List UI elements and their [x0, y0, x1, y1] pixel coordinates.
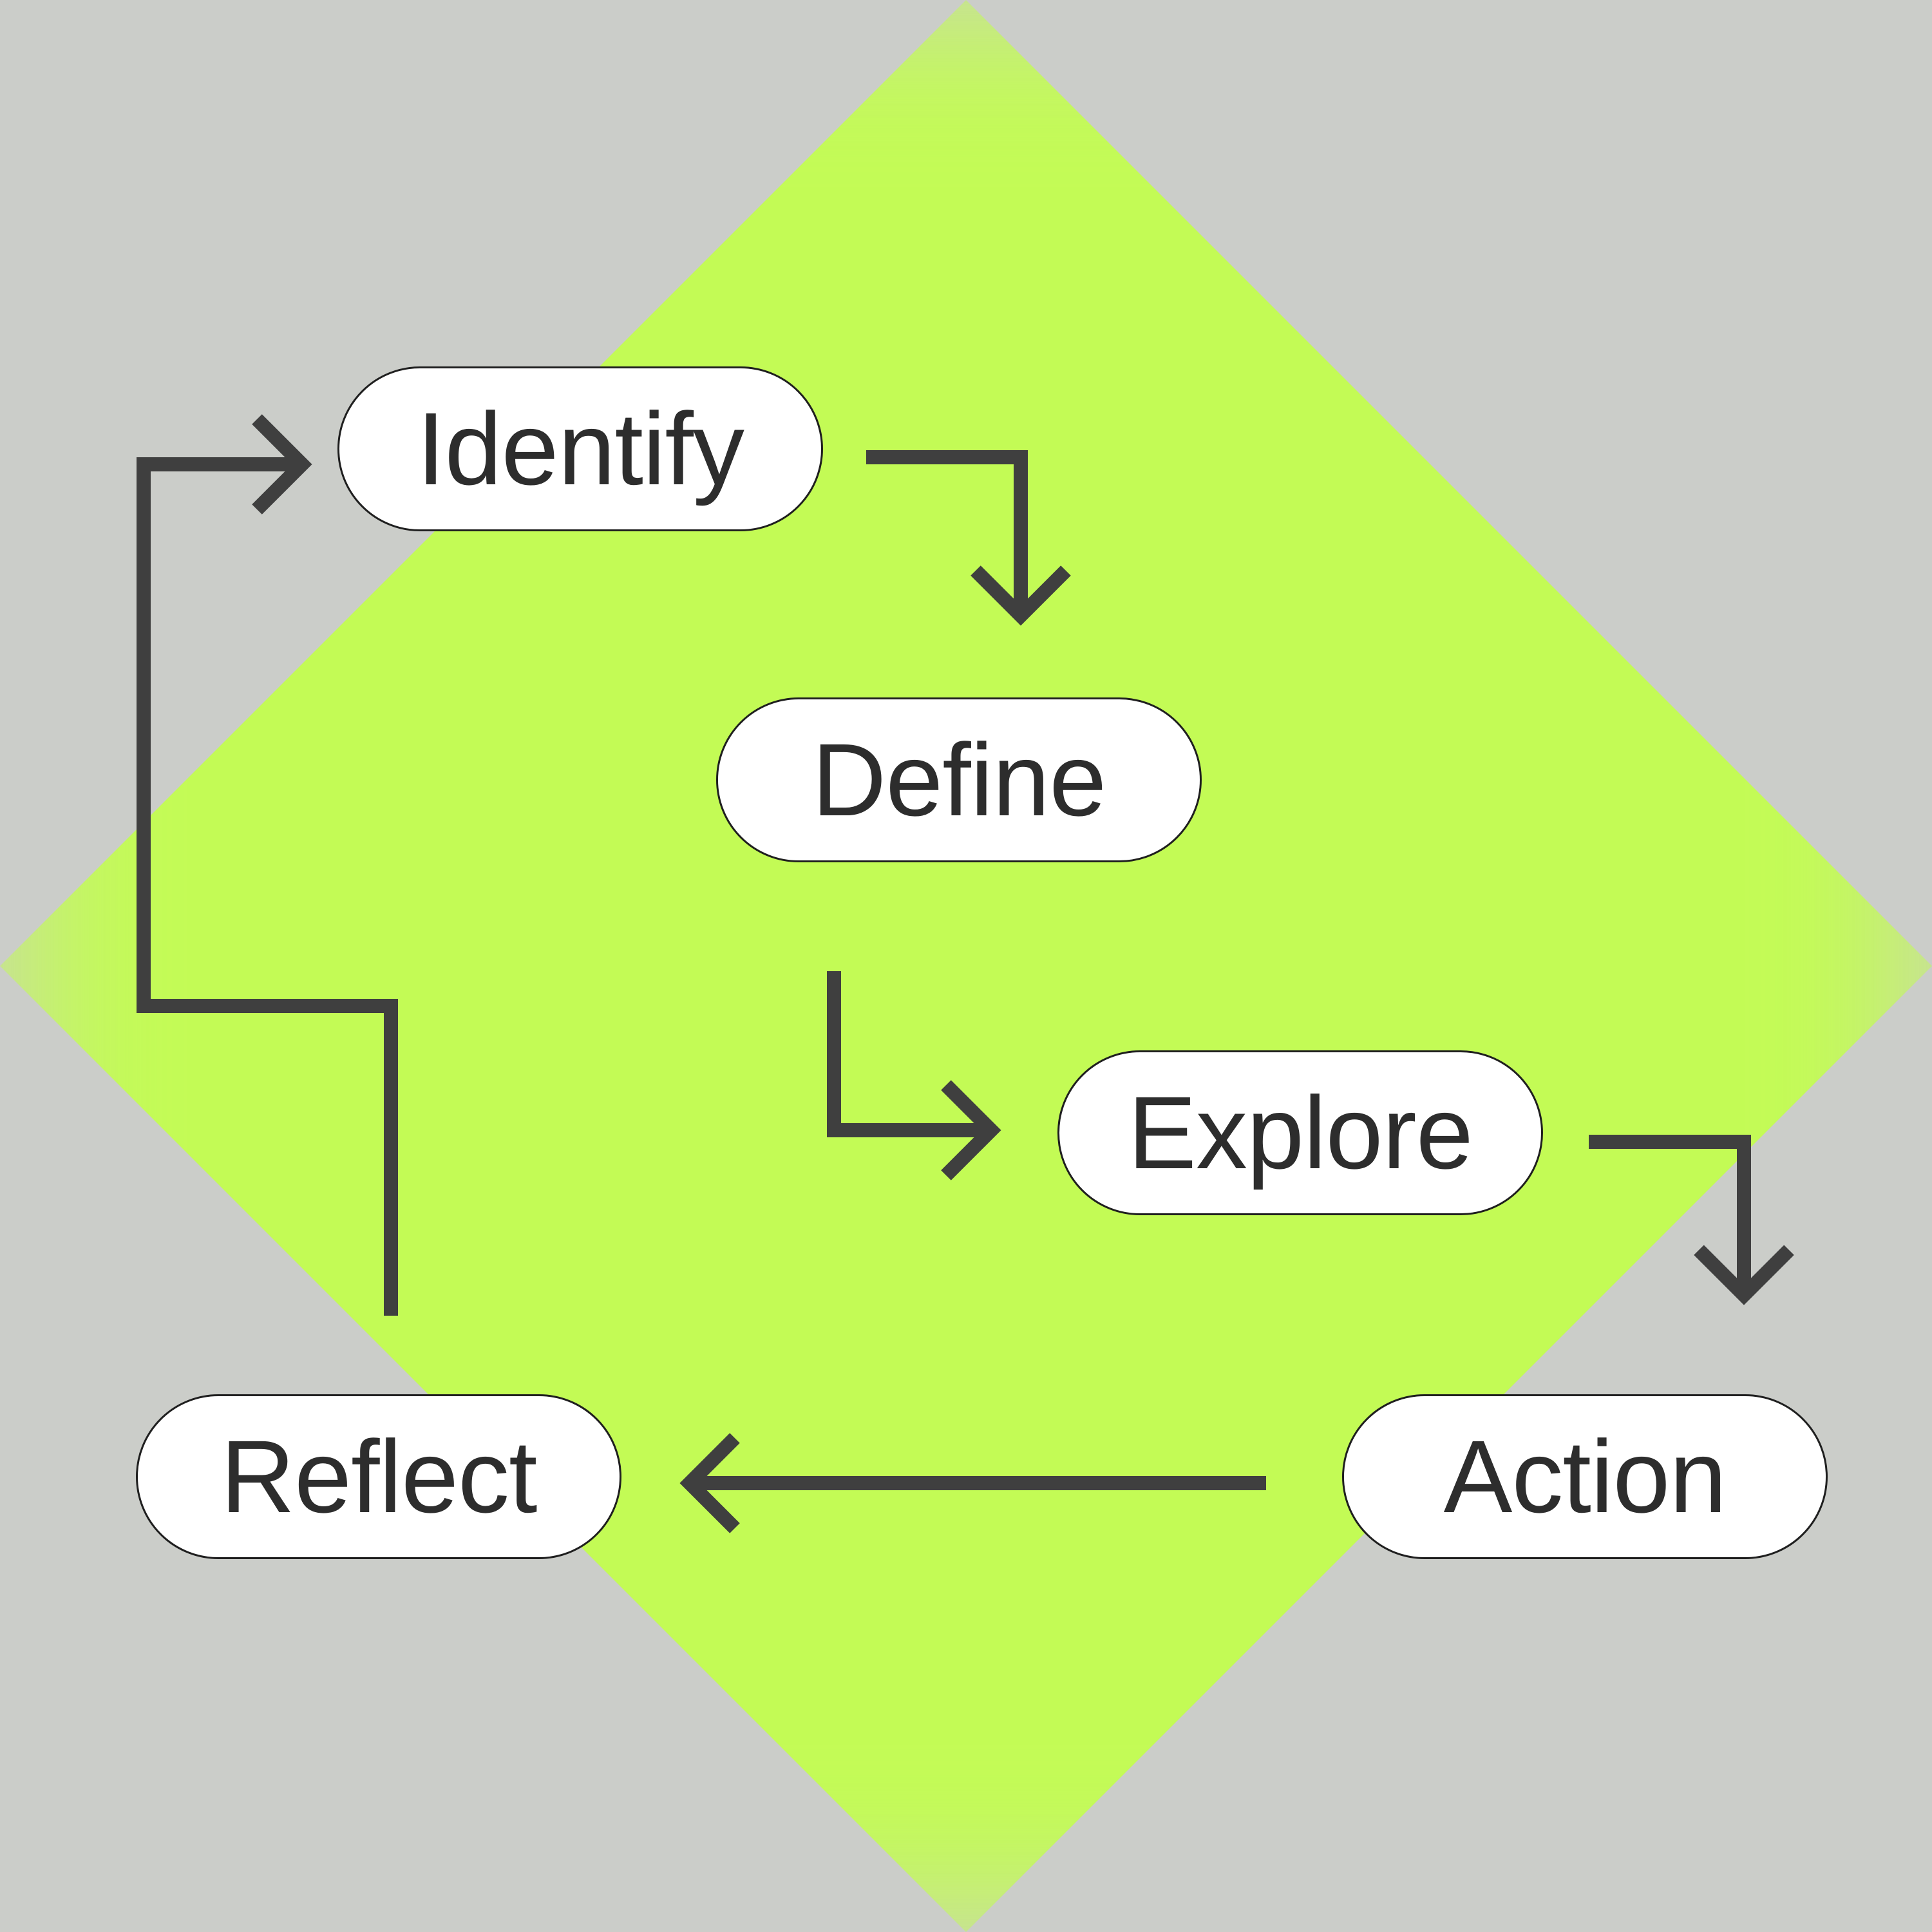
node-label-identify: Identify: [417, 391, 744, 506]
arrow-identify-to-define: [866, 450, 1028, 618]
node-reflect: Reflect: [136, 1394, 621, 1559]
node-define: Define: [716, 697, 1202, 862]
arrowhead-action-to-reflect: [679, 1433, 740, 1533]
arrow-explore-to-action: [1589, 1135, 1751, 1298]
node-label-reflect: Reflect: [220, 1419, 538, 1534]
arrowhead-identify-to-define: [971, 565, 1071, 626]
arrow-reflect-to-identify: [137, 457, 398, 1316]
arrow-define-to-explore: [827, 971, 994, 1137]
node-explore: Explore: [1057, 1050, 1543, 1215]
arrowhead-explore-to-action: [1694, 1245, 1794, 1305]
node-label-explore: Explore: [1128, 1075, 1473, 1190]
arrowhead-reflect-to-identify: [252, 414, 312, 515]
node-action: Action: [1342, 1394, 1828, 1559]
node-identify: Identify: [337, 366, 823, 531]
node-label-action: Action: [1443, 1419, 1727, 1534]
arrowhead-define-to-explore: [941, 1080, 1001, 1180]
node-label-define: Define: [811, 722, 1106, 837]
